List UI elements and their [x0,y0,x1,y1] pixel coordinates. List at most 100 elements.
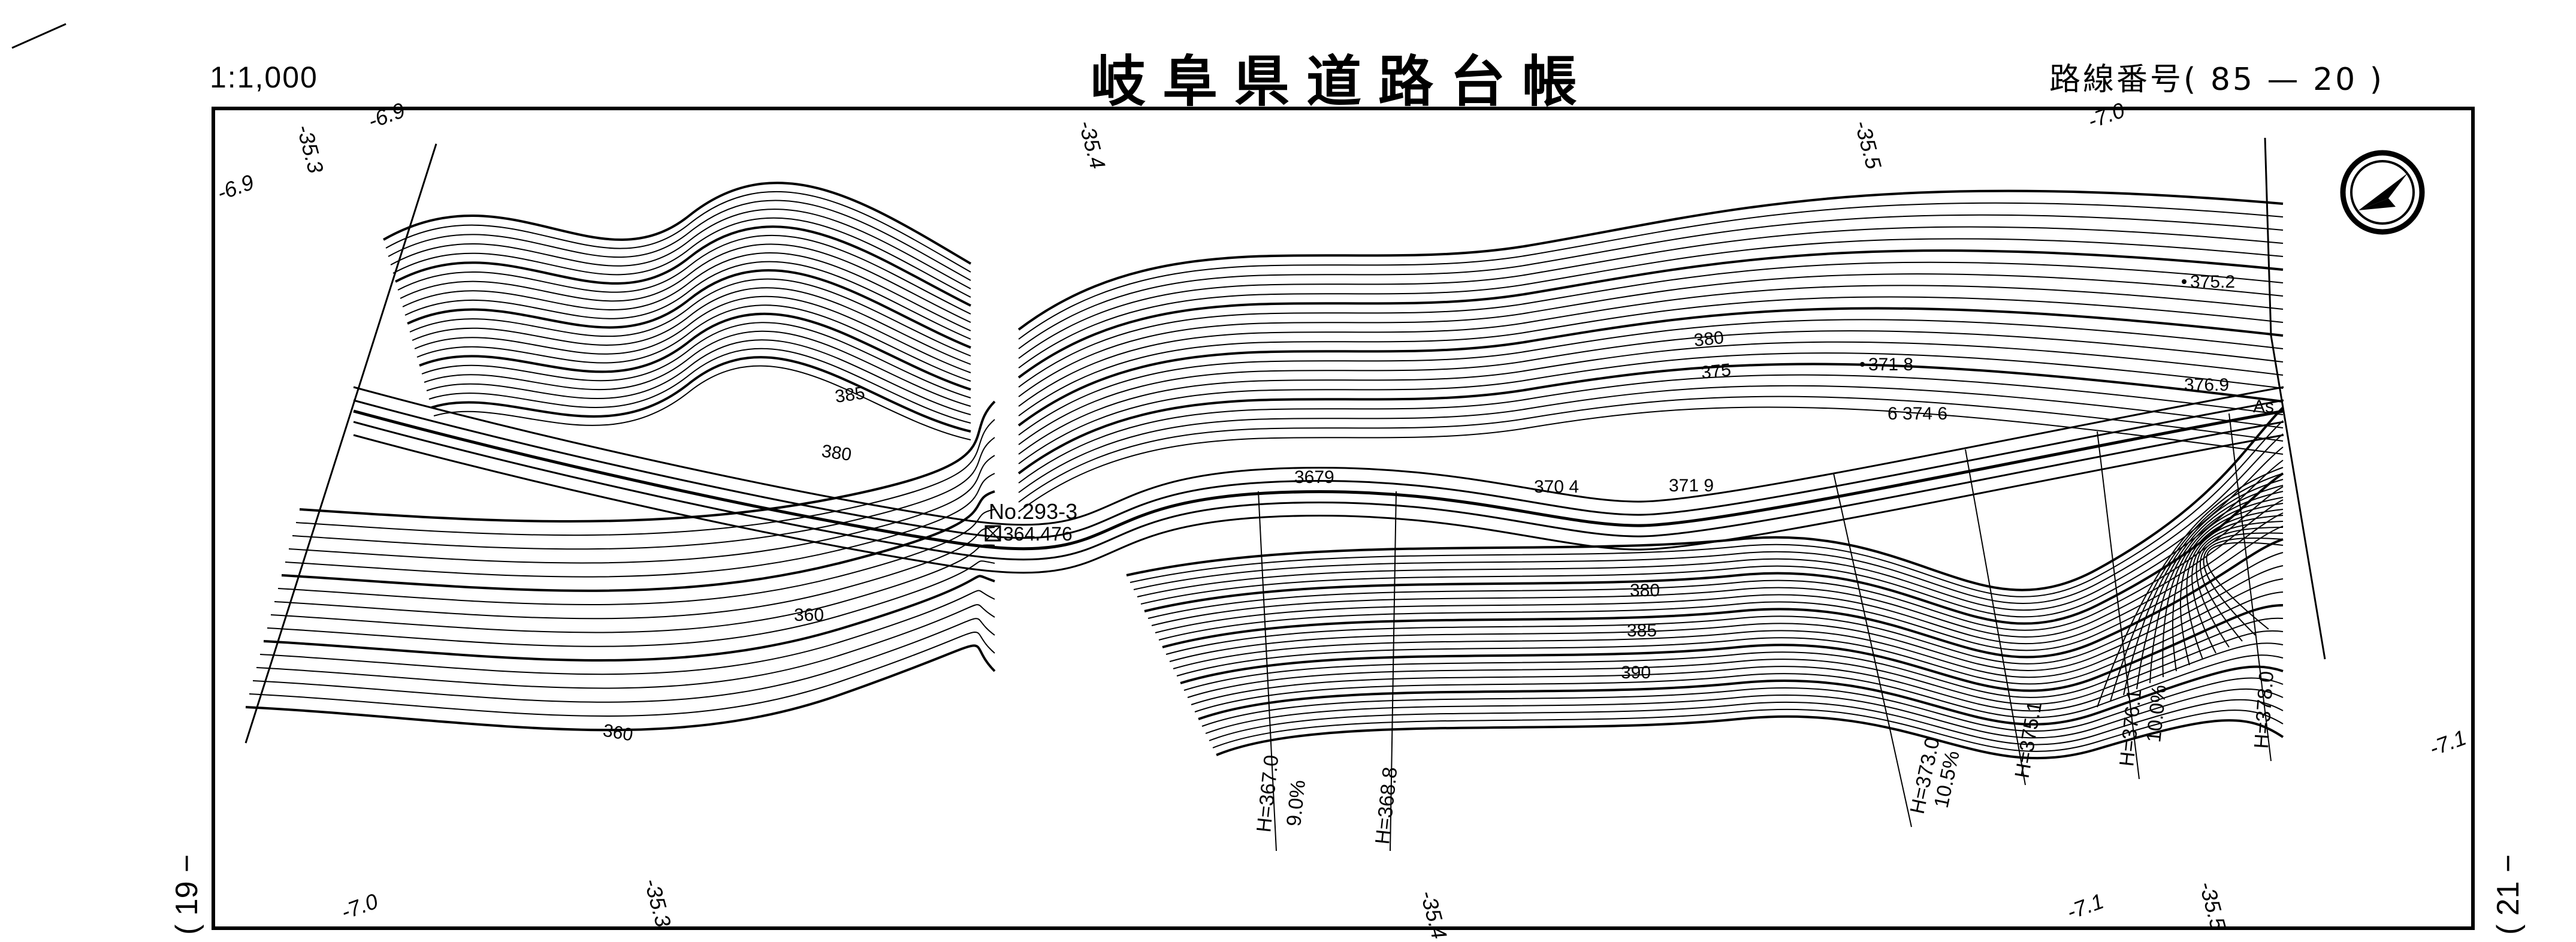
contour-line [431,356,971,433]
spot-height: 371 8 [1868,355,1913,375]
contour-line [409,278,971,357]
contour-line [1194,654,2284,718]
profile-labels: H=367.0 9.0% H=368.8 H=373.0 10.5% H=375… [1252,671,2278,846]
grid-label: -35.3 [639,875,676,929]
contour-line [1173,578,2284,678]
contour-line [270,544,995,633]
grid-label: -6.9 [365,98,408,134]
grid-label: -35.4 [1415,887,1452,941]
profile-line [1833,473,1912,828]
contour-line [400,243,971,323]
contour-line [1140,460,2284,618]
road-edge [353,421,2284,561]
spot-height: 375.2 [2190,272,2235,292]
profile-height: H=378.0 [2250,671,2278,750]
contour-line [1017,307,2284,427]
benchmark: No.293-3 364.476 [985,499,1077,545]
contour-line [1180,604,2284,692]
route-value: ( 85 — 20 ) [2184,62,2385,98]
profile-line [2097,431,2140,780]
contour-line [414,295,971,373]
contour-line [292,437,995,550]
map-scale: 1:1,000 [210,61,318,94]
grid-labels: -35.3 -6.9 -35.4 -35.5 -7.0 -6.9 -7.1 -7… [214,98,2469,942]
contour-line [285,473,995,578]
profile-line [1965,449,2026,786]
contour-line [2186,515,2284,660]
contour-line [1169,565,2284,671]
contour-line [299,400,996,523]
contour-line [395,225,971,307]
contour-line [1187,630,2284,705]
contour-line [419,312,971,391]
surface-label: As [2253,397,2274,416]
contour-line [397,234,971,315]
contour-line [1018,214,2284,349]
grid-label: -35.5 [2194,878,2231,933]
page-title: 岐阜県道路台帳 [1091,50,1594,114]
road-centerline [353,386,2284,574]
contour-line [2172,503,2284,672]
contour-line [407,269,971,349]
contour-line [1205,688,2284,739]
contour-line [1018,395,2284,503]
contour-line [263,575,995,662]
contour-line [2110,473,2284,702]
spot-height: 370 4 [1534,477,1579,497]
road-edge [353,386,2284,526]
grid-label: -35.4 [1074,117,1110,171]
spot-height: 371 9 [1669,476,1714,496]
contour-line [1018,319,2284,436]
contour-line [281,490,995,592]
contour-line [2179,509,2284,666]
contour-line [412,287,971,365]
contour-line [388,200,971,281]
contour-line [1017,189,2284,331]
spot-height: 6 374 6 [1888,404,1947,424]
contour-line [1018,341,2284,455]
contour-line [1212,708,2284,752]
spot-heights: 3679 370 4 371 9 371 8 6 374 6 376.9 375… [1294,272,2274,497]
grid-label: -7.1 [2064,889,2107,925]
contour-line [1018,273,2284,397]
contour-line [402,252,971,331]
contour-line [1165,552,2284,665]
benchmark-elevation: 364.476 [1003,523,1073,545]
grid-label: -6.9 [214,170,257,206]
spot-height: 3679 [1294,467,1334,487]
contour-label: 380 [1630,581,1660,600]
contour-line [390,209,971,289]
route-label: 路線番号 [2049,62,2184,98]
contour-line [2123,479,2284,696]
road-edge [353,434,2284,574]
contour-line [385,191,971,273]
profile-line [1258,491,1277,852]
contour-line [383,182,972,265]
contour-line [1018,238,2284,369]
contour-line [1130,420,2284,597]
contour-line [2136,485,2284,690]
profile-grade: 9.0% [1282,779,1310,828]
road-edge [353,399,2284,539]
contour-label: 385 [1627,621,1657,641]
contour-line [1176,591,2284,685]
contour-line [1216,715,2284,760]
contour-line [428,348,971,424]
contour-line [1017,249,2284,379]
contour-line [1144,472,2284,625]
contour-label: 380 [820,441,853,465]
contour-line [2149,491,2284,684]
contour-line [1201,677,2284,732]
contour-line [1209,699,2284,745]
contour-line [2206,542,2284,630]
contour-label: 390 [1621,663,1651,683]
contour-line [404,261,971,340]
contour-line [2200,532,2284,642]
contour-line [1018,202,2284,340]
contour-line [1151,499,2284,638]
contour-line [1018,285,2284,407]
route-number: 路線番号( 85 — 20 ) [2049,54,2384,99]
contour-line [1198,665,2284,726]
contour-line [2203,537,2284,636]
